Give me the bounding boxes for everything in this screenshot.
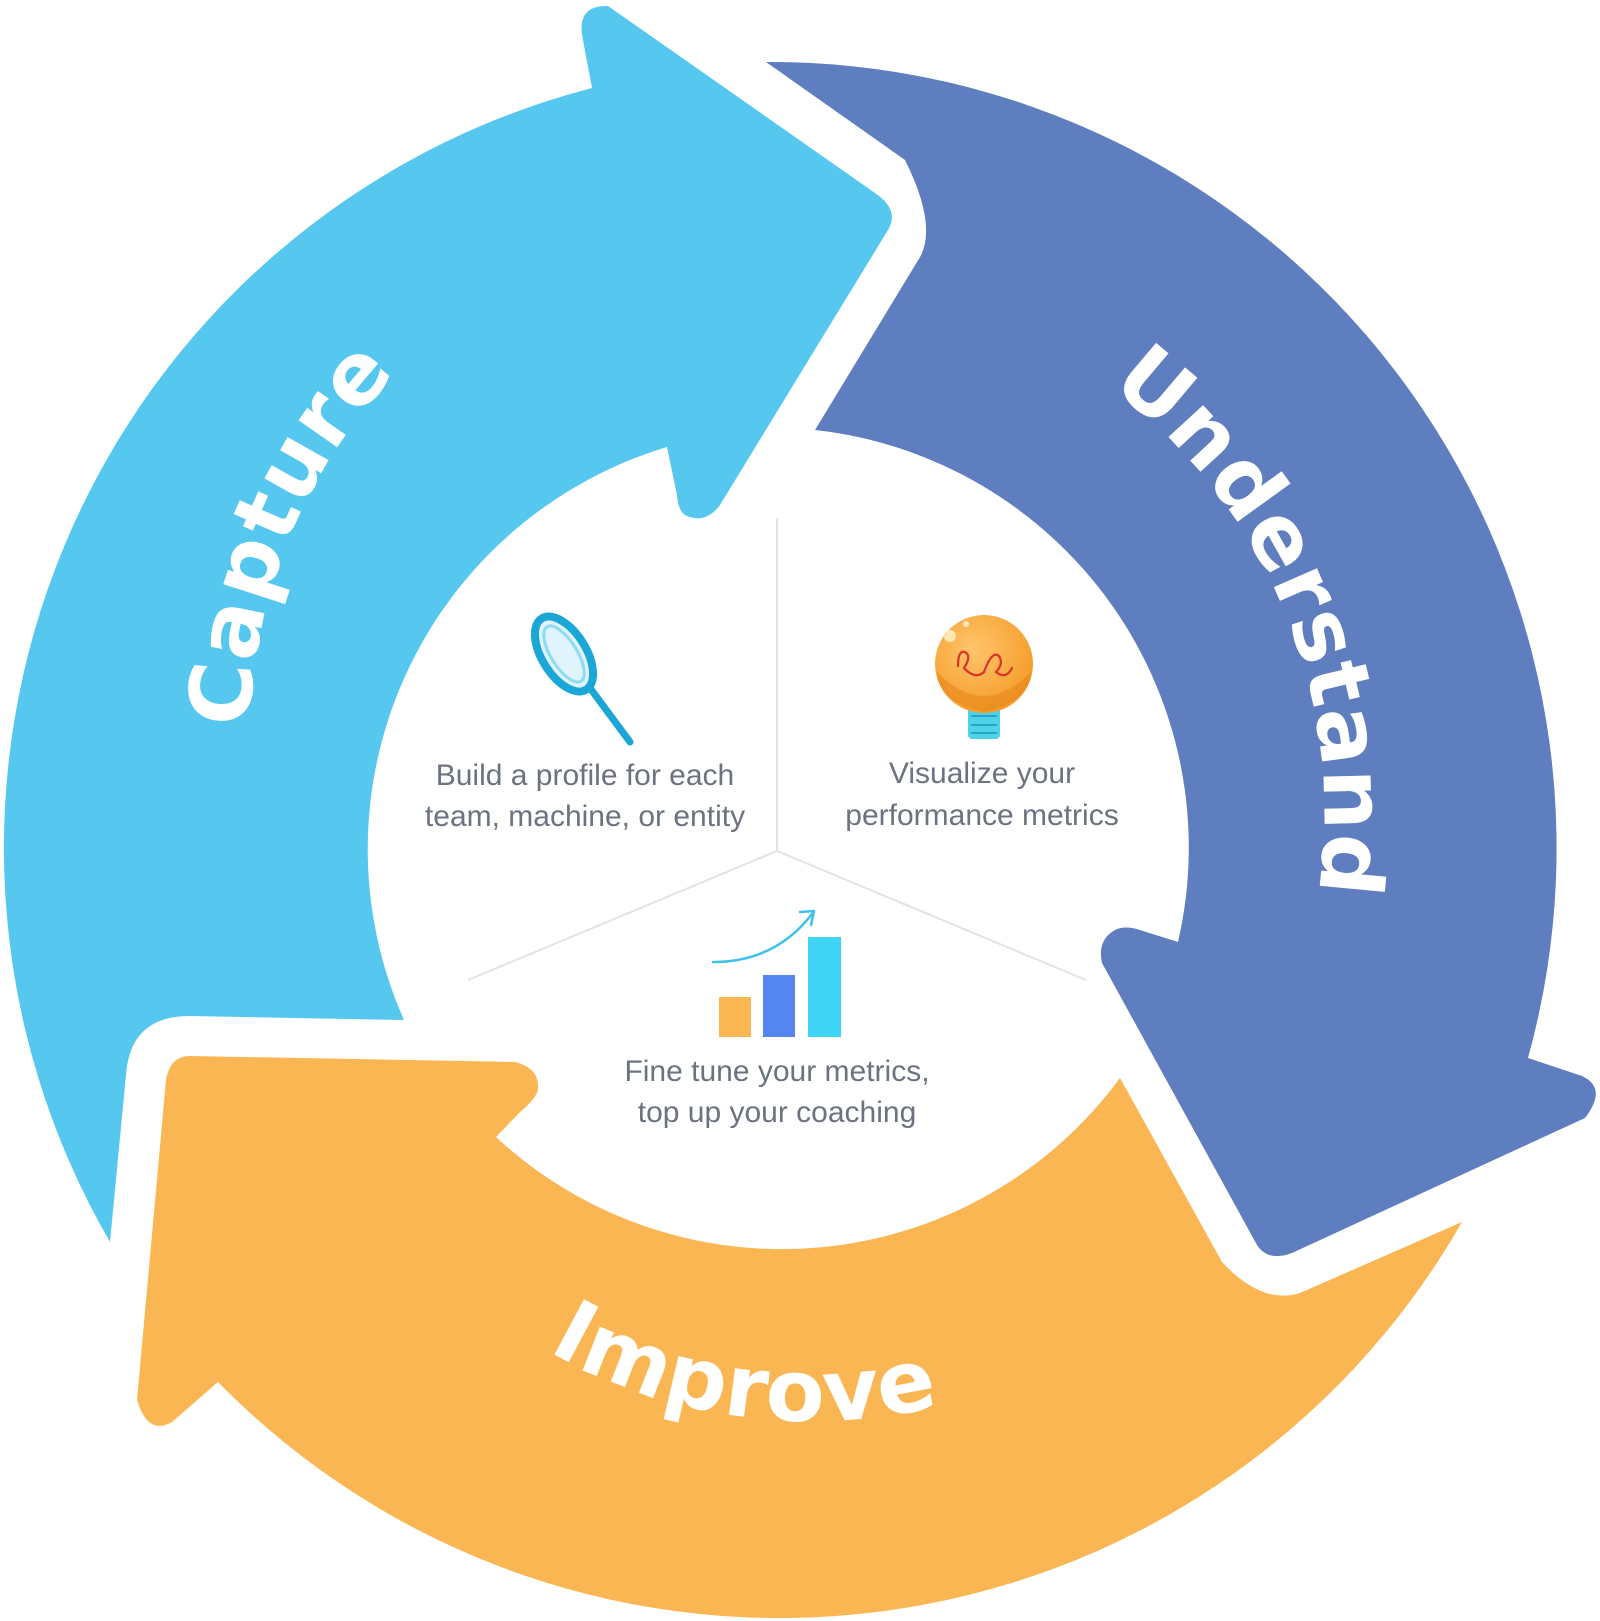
magnifying-glass-icon bbox=[530, 612, 634, 746]
capture-description-line-2: team, machine, or entity bbox=[425, 800, 745, 833]
divider-right bbox=[776, 850, 1087, 981]
improve-arrow bbox=[137, 1056, 1462, 1619]
understand-description-line-2: performance metrics bbox=[845, 799, 1118, 832]
lightbulb-icon bbox=[935, 615, 1033, 739]
improve-description-line-2: top up your coaching bbox=[638, 1096, 917, 1129]
capture-description-line-1: Build a profile for each bbox=[436, 759, 735, 792]
understand-arrow bbox=[766, 61, 1596, 1257]
inner-dividers bbox=[467, 518, 1087, 981]
improve-description-line-1: Fine tune your metrics, bbox=[624, 1055, 929, 1088]
bar-chart-growth-icon bbox=[711, 909, 841, 1037]
capture-arrow bbox=[3, 5, 892, 1242]
understand-description-line-1: Visualize your bbox=[889, 757, 1075, 790]
divider-left bbox=[467, 850, 778, 981]
